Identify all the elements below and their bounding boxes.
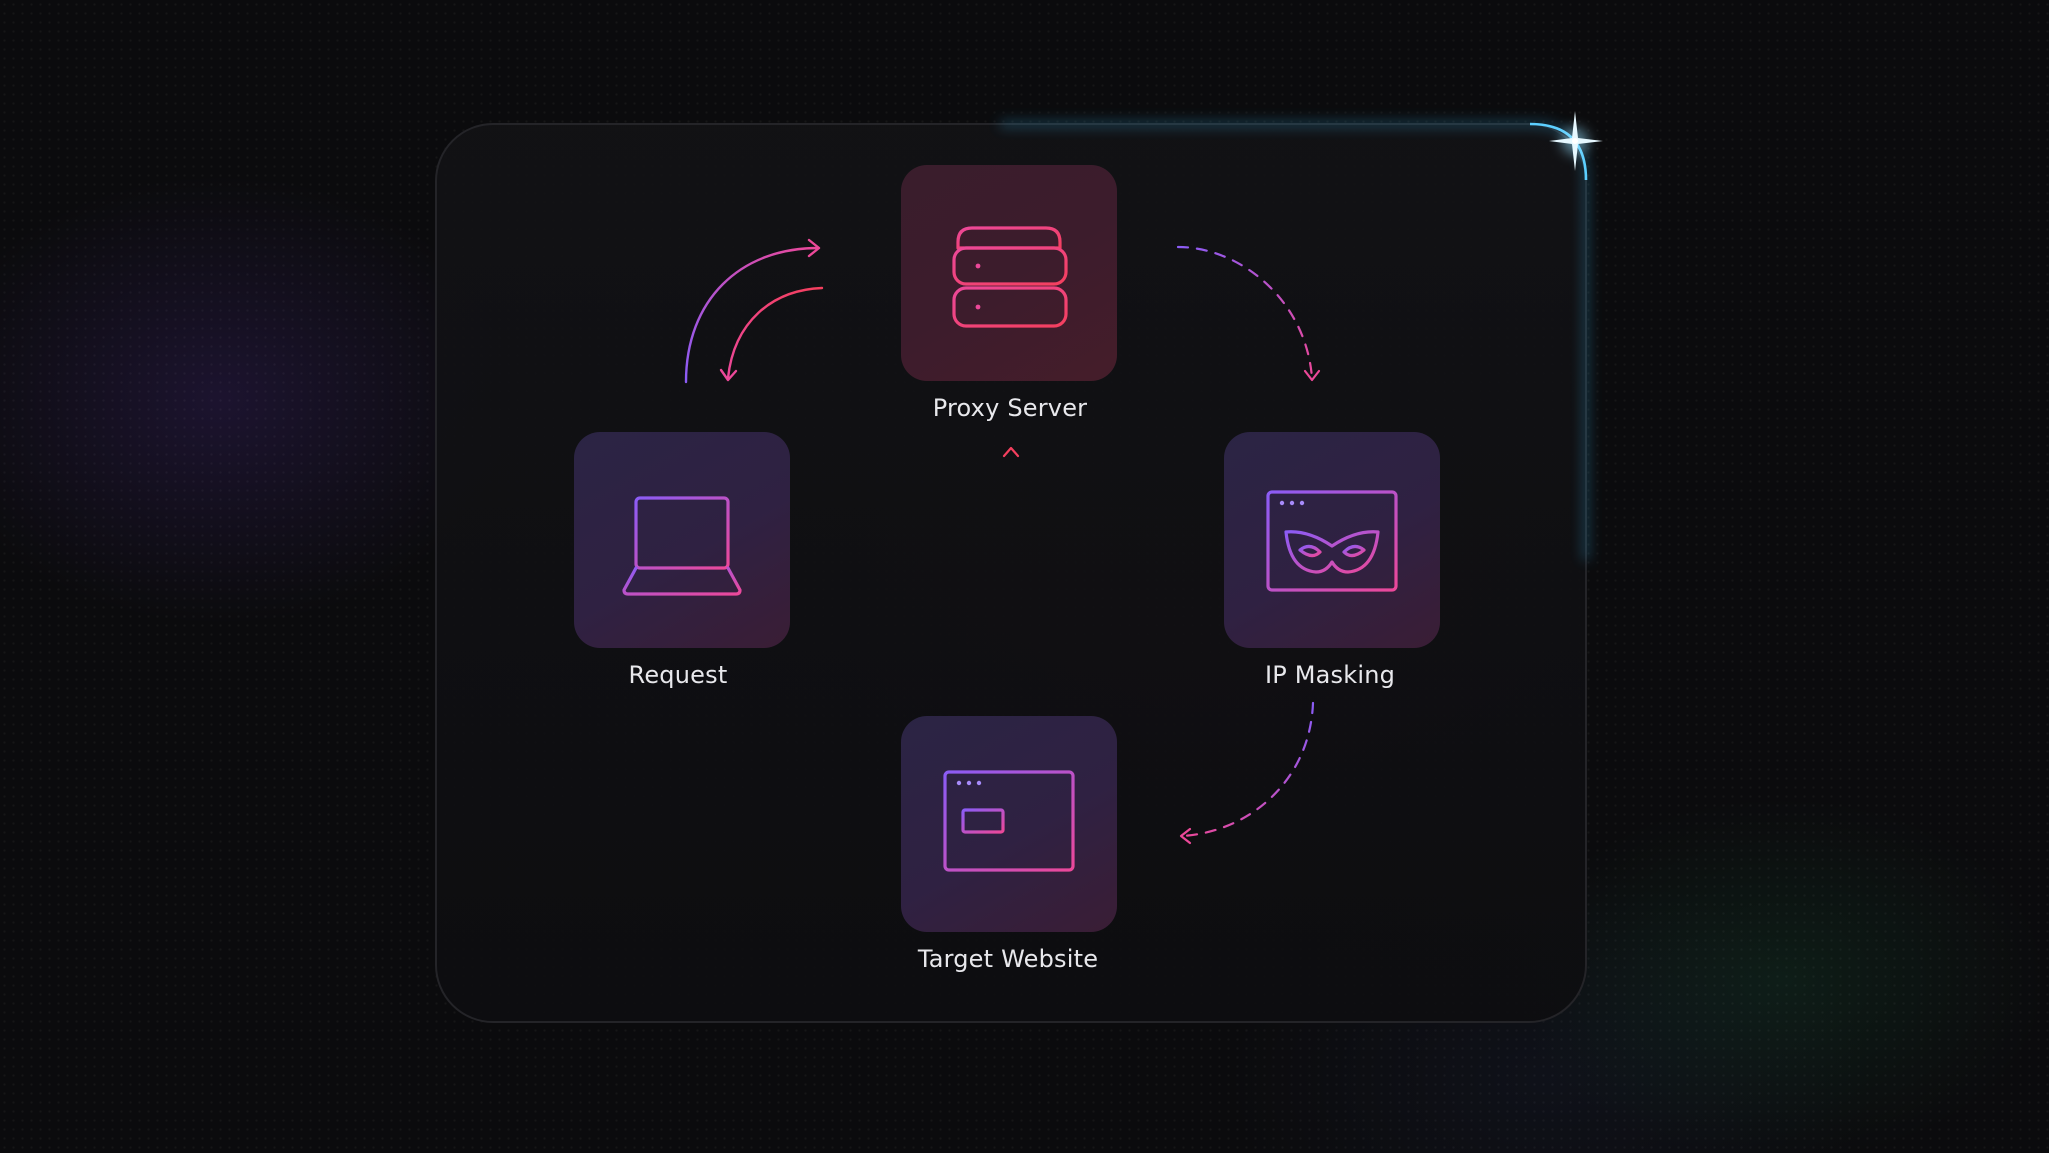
sparkle-icon (1549, 111, 1603, 171)
node-proxy-server[interactable] (901, 165, 1117, 381)
browser-window-icon (943, 770, 1075, 872)
request-proxy-arrows (684, 238, 824, 384)
laptop-icon (622, 496, 742, 596)
node-request[interactable] (574, 432, 790, 648)
label-request: Request (628, 661, 728, 689)
ip-target-arrow (1179, 701, 1315, 845)
target-proxy-arrow (1002, 446, 1020, 684)
label-ip-masking: IP Masking (1264, 661, 1396, 689)
mask-browser-icon (1266, 490, 1398, 592)
label-proxy-server: Proxy Server (932, 394, 1088, 422)
proxy-ip-arrow (1176, 245, 1321, 382)
node-target-website[interactable] (901, 716, 1117, 932)
server-icon (952, 226, 1068, 328)
node-ip-masking[interactable] (1224, 432, 1440, 648)
label-target-website: Target Website (917, 945, 1099, 973)
